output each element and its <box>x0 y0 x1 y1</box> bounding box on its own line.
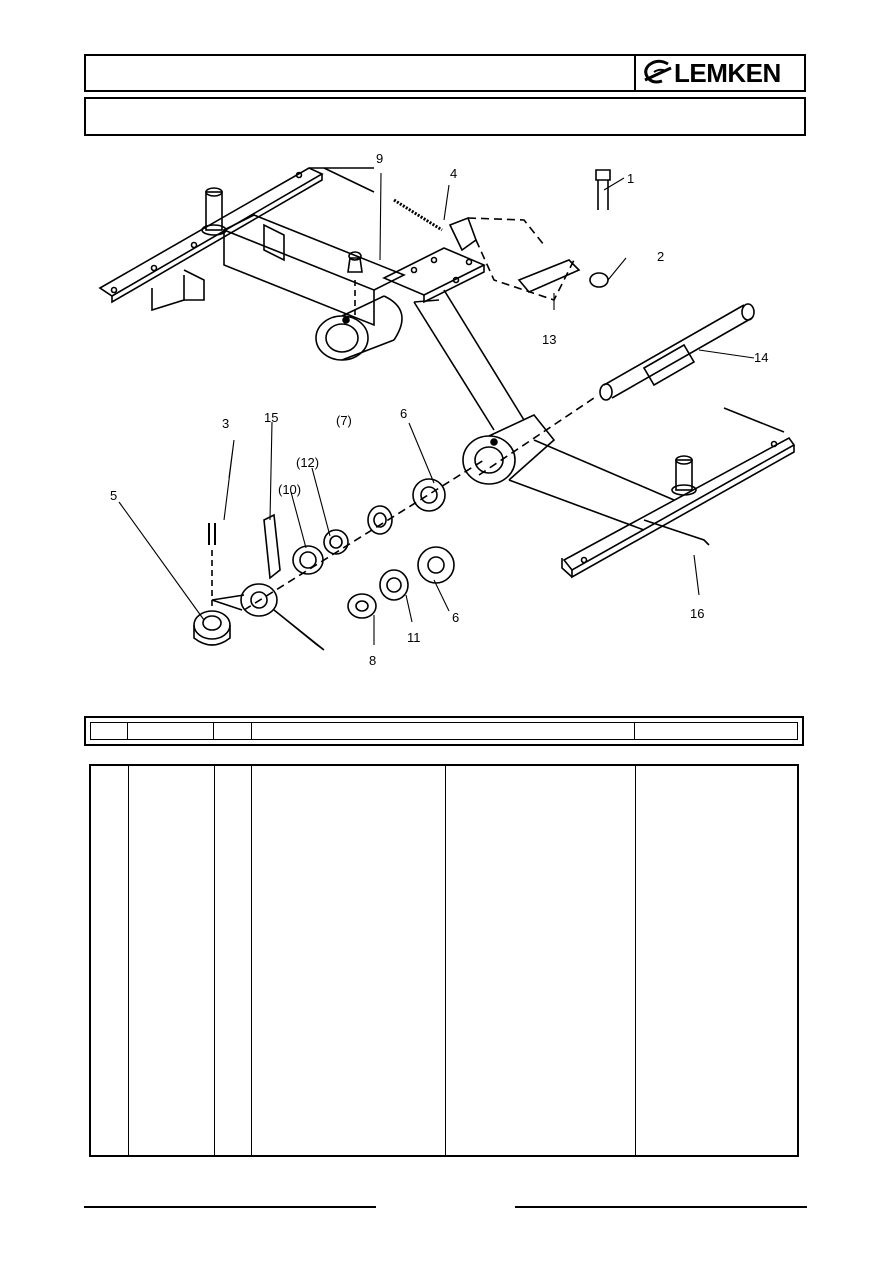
callout-14: 14 <box>754 350 768 365</box>
callout-6a: 6 <box>400 406 407 421</box>
frame-right <box>561 407 796 579</box>
header-col-description <box>252 723 635 739</box>
exploded-parts-drawing: 1 2 3 4 5 6 6 (7) 8 9 (10) 11 (12) 13 14… <box>98 151 796 668</box>
subheader-box <box>84 97 806 136</box>
callout-5: 5 <box>110 488 117 503</box>
shaft <box>478 303 755 476</box>
parts-table-body <box>89 764 799 1157</box>
lemken-logo-icon <box>644 59 672 84</box>
callout-3: 3 <box>222 416 229 431</box>
frame-left <box>98 167 406 361</box>
callout-10: (10) <box>278 482 301 497</box>
brand-logo: LEMKEN <box>634 56 804 90</box>
body-col-description-b <box>446 766 636 1155</box>
body-col-qty <box>215 766 252 1155</box>
callout-1: 1 <box>627 171 634 186</box>
callout-13: 13 <box>542 332 556 347</box>
callout-12: (12) <box>296 455 319 470</box>
callout-15: 15 <box>264 410 278 425</box>
brand-name: LEMKEN <box>674 58 781 88</box>
header-col-remarks <box>635 723 797 739</box>
callout-2: 2 <box>657 249 664 264</box>
parts-table-header-inner <box>90 722 798 740</box>
callout-7: (7) <box>336 413 352 428</box>
parts-table-header <box>84 716 804 746</box>
header-box: LEMKEN <box>84 54 806 92</box>
body-col-part-no <box>129 766 215 1155</box>
callout-16: 16 <box>690 606 704 621</box>
callout-4: 4 <box>450 166 457 181</box>
body-col-description-a <box>252 766 446 1155</box>
header-col-pos <box>91 723 128 739</box>
footer-line-left <box>84 1206 376 1208</box>
callout-8: 8 <box>369 653 376 668</box>
footer-line-right <box>515 1206 807 1208</box>
body-col-pos <box>91 766 129 1155</box>
header-col-part-no <box>128 723 214 739</box>
leader-lines <box>118 172 755 645</box>
center-arm <box>382 247 675 531</box>
callout-9: 9 <box>376 151 383 166</box>
header-col-qty <box>214 723 252 739</box>
body-col-remarks <box>636 766 797 1155</box>
callout-6b: 6 <box>452 610 459 625</box>
callout-11: 11 <box>407 630 421 645</box>
